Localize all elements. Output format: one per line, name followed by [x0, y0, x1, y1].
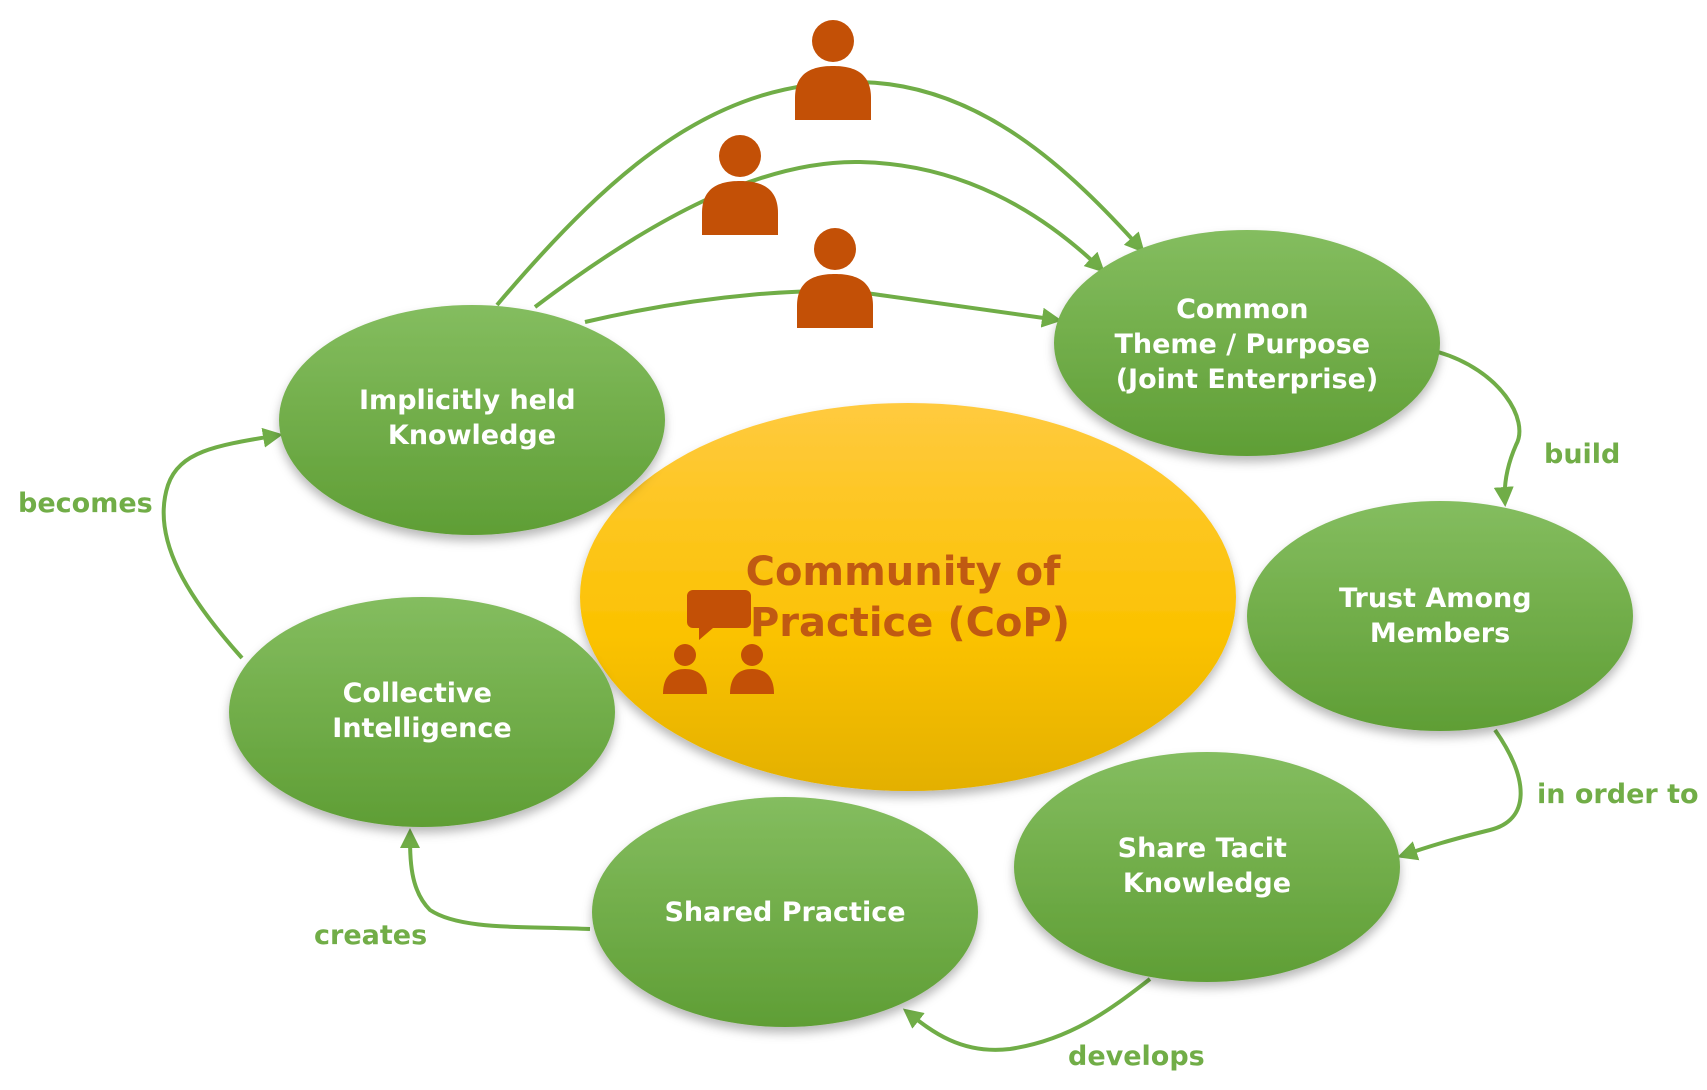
node-label-line: Knowledge [388, 420, 556, 451]
center-title-line: Community of [746, 549, 1061, 595]
svg-text:Trust Among Members: Trust Among Members [1339, 583, 1541, 649]
node-label-line: Members [1370, 618, 1510, 649]
node-ellipse [279, 305, 665, 535]
node-ellipse [1014, 752, 1400, 982]
svg-text:Share Tacit Knowledge: Share Tacit Knowledge [1118, 833, 1297, 899]
node-label-line: (Joint Enterprise) [1116, 364, 1379, 395]
edge-labels: build in order to develops creates becom… [18, 439, 1699, 1072]
node-label-line: Implicitly held [359, 385, 576, 416]
node-common-theme: Common Theme / Purpose (Joint Enterprise… [1054, 230, 1440, 456]
svg-text:Collective Intelligence: Collective Intelligence [332, 678, 511, 744]
edge-label-creates: creates [314, 920, 427, 951]
node-trust-among-members: Trust Among Members [1247, 501, 1633, 731]
center-node: Community of Practice (CoP) [580, 403, 1236, 791]
build-connector [1437, 350, 1522, 507]
in-order-to-connector [1397, 728, 1523, 861]
node-ellipse [592, 797, 978, 1027]
edge-label-in-order-to: in order to [1537, 779, 1699, 810]
node-ellipse [1247, 501, 1633, 731]
node-share-tacit-knowledge: Share Tacit Knowledge [1014, 752, 1400, 982]
center-ellipse [580, 403, 1236, 791]
edge-label-build: build [1544, 439, 1620, 470]
node-label-line: Trust Among [1339, 583, 1532, 614]
person-icon [702, 135, 778, 235]
becomes-connector [161, 427, 283, 660]
node-label-line: Share Tacit [1118, 833, 1287, 864]
center-title-line: Practice (CoP) [750, 600, 1070, 646]
node-ellipse [229, 597, 615, 827]
svg-text:Common Theme / Purpose: Common Theme / Purpose (Joint Enterprise… [1114, 294, 1379, 395]
node-label-line: Knowledge [1123, 868, 1291, 899]
edge-label-becomes: becomes [18, 488, 153, 519]
node-label-line: Theme / Purpose [1114, 329, 1370, 360]
node-collective-intelligence: Collective Intelligence [229, 597, 615, 827]
node-label-line: Common [1176, 294, 1308, 325]
node-implicitly-held-knowledge: Implicitly held Knowledge [279, 305, 665, 535]
center-title: Community of Practice (CoP) [746, 549, 1075, 646]
svg-text:Implicitly held Knowledg: Implicitly held Knowledge [359, 385, 585, 451]
node-shared-practice: Shared Practice [592, 797, 978, 1027]
node-label-line: Shared Practice [664, 897, 905, 928]
svg-text:Shared Practice: Shared Practice [664, 897, 905, 928]
develops-connector [902, 977, 1152, 1052]
node-label-line: Collective [343, 678, 492, 709]
person-icon [797, 228, 873, 328]
people-icons [702, 20, 873, 328]
arc-middle-connector [533, 159, 1105, 309]
edge-label-develops: develops [1068, 1041, 1205, 1072]
node-label-line: Intelligence [332, 713, 511, 744]
node-ellipse [1054, 230, 1440, 456]
person-icon [795, 20, 871, 120]
community-discussion-icon [663, 590, 774, 694]
creates-connector [400, 828, 591, 931]
